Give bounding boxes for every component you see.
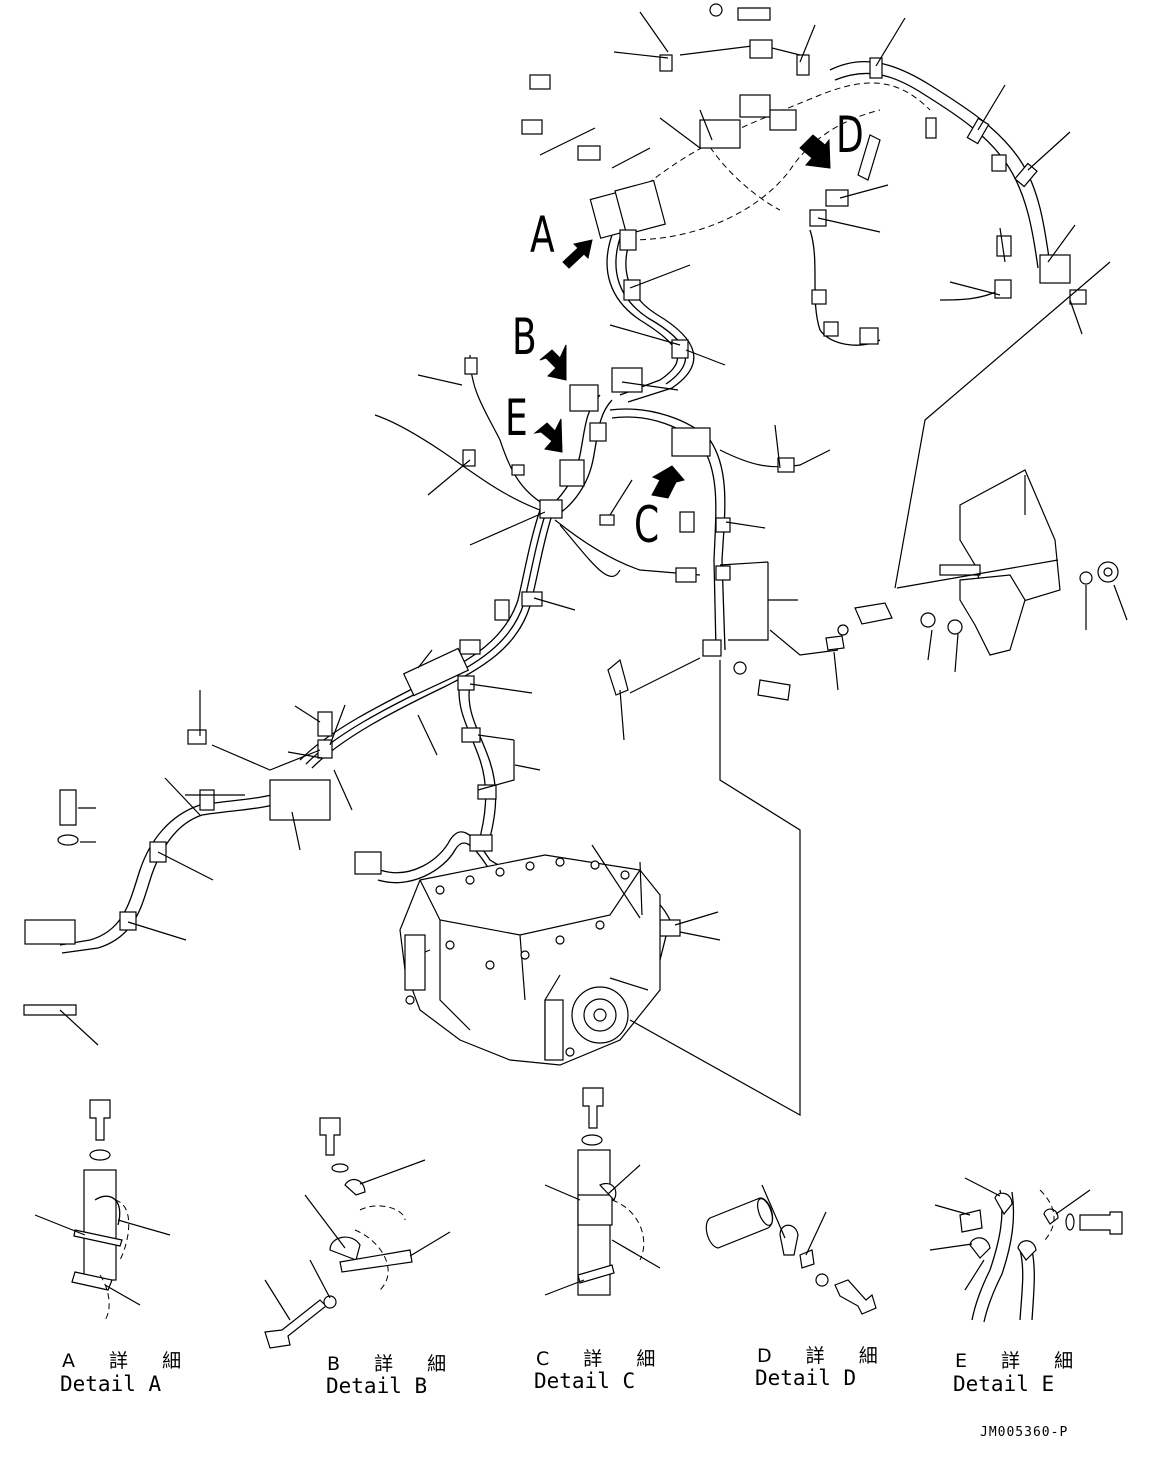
- arrow-c-icon: [651, 465, 685, 499]
- clamps-and-connectors: [24, 39, 1087, 989]
- detail-c-en-caption: Detail C: [534, 1369, 636, 1393]
- detail-a-en-caption: Detail A: [60, 1372, 162, 1396]
- view-label-b: B: [512, 308, 537, 366]
- view-label-e: E: [505, 389, 528, 447]
- detail-e-en-caption: Detail E: [953, 1372, 1055, 1396]
- arrow-d-icon: [799, 134, 831, 169]
- detail-d-jp-caption: D 詳 細: [757, 1345, 892, 1367]
- detail-d-drawing: [705, 1184, 877, 1315]
- leader-lines: [59, 11, 1128, 1117]
- detail-e-drawing: [929, 1177, 1123, 1323]
- detail-b-drawing: [264, 1117, 451, 1349]
- transmission-housing: [399, 854, 661, 1066]
- detail-e-jp-caption: E 詳 細: [955, 1350, 1088, 1372]
- view-label-c: C: [634, 496, 660, 554]
- fasteners: [23, 3, 881, 1016]
- detail-b-en-caption: Detail B: [326, 1374, 428, 1398]
- detail-a-jp-caption: A 詳 細: [62, 1350, 196, 1372]
- arrow-e-icon: [533, 418, 563, 453]
- arrow-a-icon: [562, 239, 593, 269]
- detail-c-drawing: [544, 1087, 661, 1296]
- detail-b-jp-caption: B 詳 細: [327, 1353, 461, 1375]
- detail-c-jp-caption: C 詳 細: [536, 1348, 670, 1370]
- view-arrows: [533, 134, 831, 499]
- transmission-bolts: [405, 857, 630, 1057]
- drawing-code: JM005360-P: [980, 1425, 1069, 1440]
- bracket-plate: [825, 261, 1119, 656]
- view-label-a: A: [530, 206, 555, 264]
- detail-a-drawing: [34, 1099, 171, 1321]
- arrow-b-icon: [539, 344, 567, 381]
- detail-d-en-caption: Detail D: [755, 1366, 857, 1390]
- view-label-d: D: [836, 106, 864, 164]
